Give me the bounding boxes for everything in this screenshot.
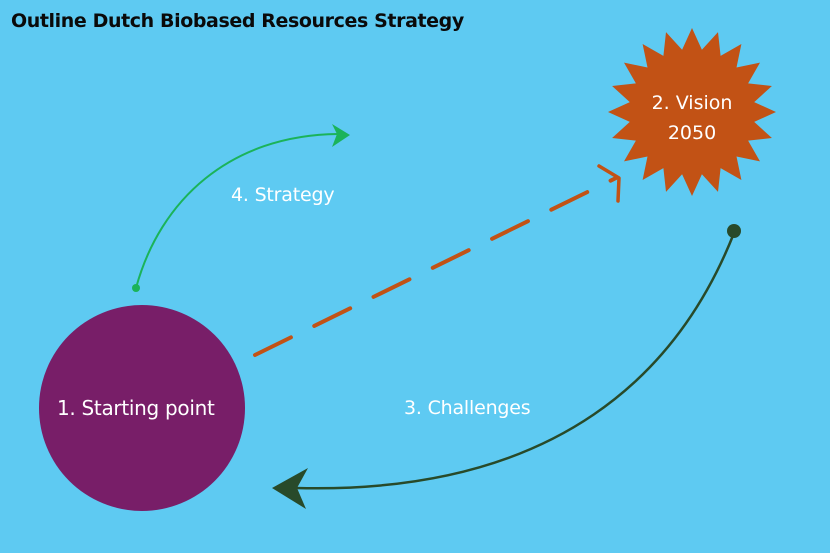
strategy-arrowhead [332,124,350,147]
challenges-arrowhead [272,468,308,509]
starting-point-circle [39,305,245,511]
challenges-label: 3. Challenges [404,397,531,419]
vision-label-line2: 2050 [667,122,717,144]
strategy-label: 4. Strategy [231,184,335,206]
vision-starburst [608,28,776,196]
vision-label: 2. Vision 2050 [646,88,738,148]
challenges-arrow-start-dot [727,224,741,238]
vision-dashed-arrowhead [597,164,621,203]
starting-point-label: 1. Starting point [57,396,215,420]
strategy-arrow-start-dot [132,284,140,292]
vision-dashed-arrow-line [253,176,618,357]
strategy-arrow-line [135,133,339,289]
page-title: Outline Dutch Biobased Resources Strateg… [11,10,464,32]
challenges-arrow-line [295,232,736,490]
vision-label-line1: 2. Vision [651,92,733,114]
